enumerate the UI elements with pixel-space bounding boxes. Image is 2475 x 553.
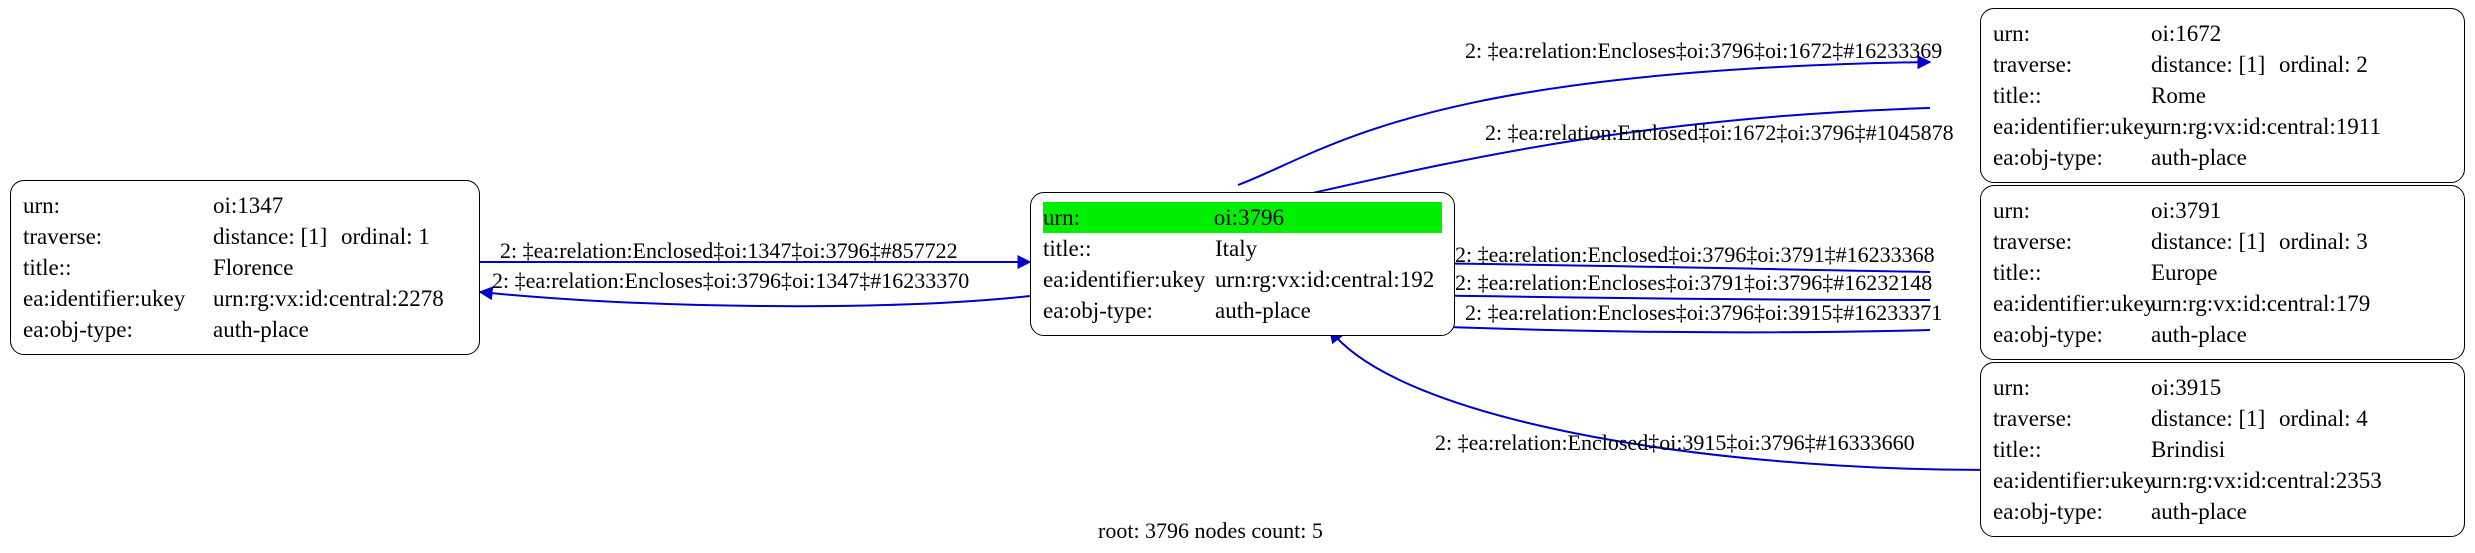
row-value: distance: [1] (213, 224, 328, 249)
node-row-highlighted: urn: oi:3796 (1043, 202, 1442, 233)
node-row: ea:identifier:ukey urn:rg:vx:id:central:… (1993, 288, 2452, 319)
row-value: oi:3915 (2151, 375, 2222, 400)
row-value: auth-place (2151, 499, 2247, 524)
edge-label-1347-3796: 2: ‡ea:relation:Enclosed‡oi:1347‡oi:3796… (500, 238, 958, 263)
node-row: traverse: distance: [1] ordinal: 2 (1993, 49, 2452, 80)
row-key: ea:identifier:ukey (1043, 267, 1206, 292)
row-key: ea:obj-type: (1043, 298, 1153, 323)
row-value: urn:rg:vx:id:central:1911 (2151, 114, 2381, 139)
row-value: Europe (2151, 260, 2218, 285)
node-row: ea:identifier:ukey urn:rg:vx:id:central:… (1993, 465, 2452, 496)
row-key: ea:identifier:ukey (1993, 468, 2156, 493)
row-value: oi:3791 (2151, 198, 2222, 223)
node-row: traverse: distance: [1] ordinal: 3 (1993, 226, 2452, 257)
edge-label-3796-1347: 2: ‡ea:relation:Encloses‡oi:3796‡oi:1347… (492, 268, 970, 293)
node-row: ea:identifier:ukey urn:rg:vx:id:central:… (1043, 264, 1442, 295)
node-row: urn: oi:1672 (1993, 18, 2452, 49)
graph-footer-caption: root: 3796 nodes count: 5 (1098, 518, 1323, 543)
row-key: ea:obj-type: (23, 317, 133, 342)
node-oi3791[interactable]: urn: oi:3791 traverse: distance: [1] ord… (1980, 185, 2465, 360)
row-extra: ordinal: 4 (2279, 406, 2368, 431)
edge-label-3796-3915: 2: ‡ea:relation:Encloses‡oi:3796‡oi:3915… (1465, 300, 1943, 325)
node-row: ea:obj-type: auth-place (1993, 142, 2452, 173)
row-value: auth-place (213, 317, 309, 342)
row-key: ea:identifier:ukey (1993, 291, 2156, 316)
node-oi1672[interactable]: urn: oi:1672 traverse: distance: [1] ord… (1980, 8, 2465, 183)
row-key: urn: (1993, 375, 2031, 400)
node-oi3915[interactable]: urn: oi:3915 traverse: distance: [1] ord… (1980, 362, 2465, 537)
edge-label-1672-3796: 2: ‡ea:relation:Enclosed‡oi:1672‡oi:3796… (1485, 120, 1954, 145)
row-key: traverse: (23, 224, 103, 249)
edge-label-3915-3796: 2: ‡ea:relation:Enclosed‡oi:3915‡oi:3796… (1435, 430, 1915, 455)
edge-label-3796-1672: 2: ‡ea:relation:Encloses‡oi:3796‡oi:1672… (1465, 38, 1943, 63)
row-value: oi:1347 (213, 193, 284, 218)
node-oi3796-root[interactable]: urn: oi:3796 title:: Italy ea:identifier… (1030, 192, 1455, 336)
node-row: urn: oi:3791 (1993, 195, 2452, 226)
row-key: ea:obj-type: (1993, 145, 2103, 170)
row-value: auth-place (2151, 145, 2247, 170)
node-row: title:: Italy (1043, 233, 1442, 264)
edge-label-3791-3796: 2: ‡ea:relation:Encloses‡oi:3791‡oi:3796… (1455, 270, 1933, 295)
node-row: ea:obj-type: auth-place (23, 314, 467, 345)
node-row: ea:obj-type: auth-place (1993, 496, 2452, 527)
row-key: title:: (1993, 83, 2042, 108)
row-value: urn:rg:vx:id:central:192 (1215, 267, 1435, 292)
row-key: urn: (1043, 202, 1214, 233)
row-key: ea:identifier:ukey (23, 286, 186, 311)
row-value: distance: [1] (2151, 52, 2266, 77)
row-value: auth-place (2151, 322, 2247, 347)
row-value: Florence (213, 255, 294, 280)
node-row: traverse: distance: [1] ordinal: 4 (1993, 403, 2452, 434)
row-value: Rome (2151, 83, 2206, 108)
row-key: urn: (1993, 198, 2031, 223)
node-row: title:: Europe (1993, 257, 2452, 288)
row-value: Italy (1215, 236, 1258, 261)
row-key: title:: (1043, 236, 1092, 261)
row-key: ea:identifier:ukey (1993, 114, 2156, 139)
row-extra: ordinal: 3 (2279, 229, 2368, 254)
row-key: ea:obj-type: (1993, 499, 2103, 524)
node-row: ea:identifier:ukey urn:rg:vx:id:central:… (1993, 111, 2452, 142)
row-key: title:: (1993, 260, 2042, 285)
row-extra: ordinal: 2 (2279, 52, 2368, 77)
row-value: Brindisi (2151, 437, 2226, 462)
row-key: ea:obj-type: (1993, 322, 2103, 347)
node-row: traverse: distance: [1] ordinal: 1 (23, 221, 467, 252)
row-key: urn: (23, 193, 61, 218)
node-row: ea:obj-type: auth-place (1043, 295, 1442, 326)
row-key: traverse: (1993, 229, 2073, 254)
row-key: title:: (23, 255, 72, 280)
row-value: distance: [1] (2151, 406, 2266, 431)
node-row: urn: oi:1347 (23, 190, 467, 221)
node-row: title:: Brindisi (1993, 434, 2452, 465)
row-value: oi:3796 (1213, 202, 1442, 233)
row-extra: ordinal: 1 (341, 224, 430, 249)
node-row: title:: Rome (1993, 80, 2452, 111)
row-key: traverse: (1993, 406, 2073, 431)
row-value: urn:rg:vx:id:central:2353 (2151, 468, 2382, 493)
row-value: urn:rg:vx:id:central:179 (2151, 291, 2371, 316)
edge-3796-to-1347 (478, 286, 1031, 308)
node-row: ea:identifier:ukey urn:rg:vx:id:central:… (23, 283, 467, 314)
node-row: title:: Florence (23, 252, 467, 283)
row-value: urn:rg:vx:id:central:2278 (213, 286, 444, 311)
row-key: title:: (1993, 437, 2042, 462)
edge-label-3796-3791: 2: ‡ea:relation:Enclosed‡oi:3796‡oi:3791… (1455, 242, 1935, 267)
node-row: urn: oi:3915 (1993, 372, 2452, 403)
node-oi1347[interactable]: urn: oi:1347 traverse: distance: [1] ord… (10, 180, 480, 355)
node-row: ea:obj-type: auth-place (1993, 319, 2452, 350)
row-value: auth-place (1215, 298, 1311, 323)
row-value: distance: [1] (2151, 229, 2266, 254)
row-key: urn: (1993, 21, 2031, 46)
row-value: oi:1672 (2151, 21, 2222, 46)
row-key: traverse: (1993, 52, 2073, 77)
